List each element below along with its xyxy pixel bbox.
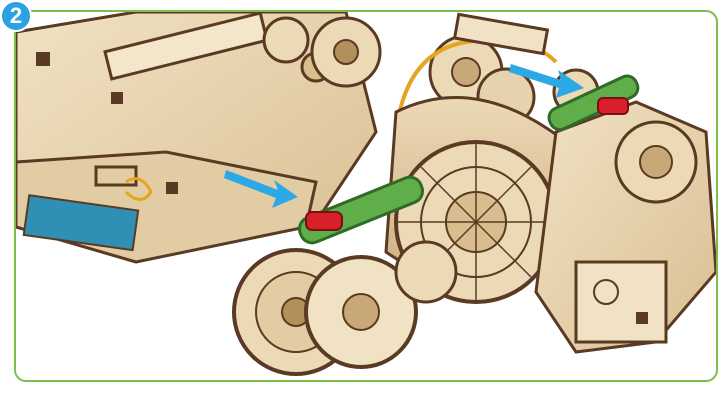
assembly-illustration	[16, 12, 718, 382]
left-lower-gears	[234, 242, 456, 374]
step-number-badge: 2	[0, 0, 32, 32]
right-assembly	[536, 102, 716, 352]
red-pin-right	[598, 98, 628, 114]
illustration-frame	[14, 10, 718, 382]
red-pin-left	[306, 212, 342, 230]
